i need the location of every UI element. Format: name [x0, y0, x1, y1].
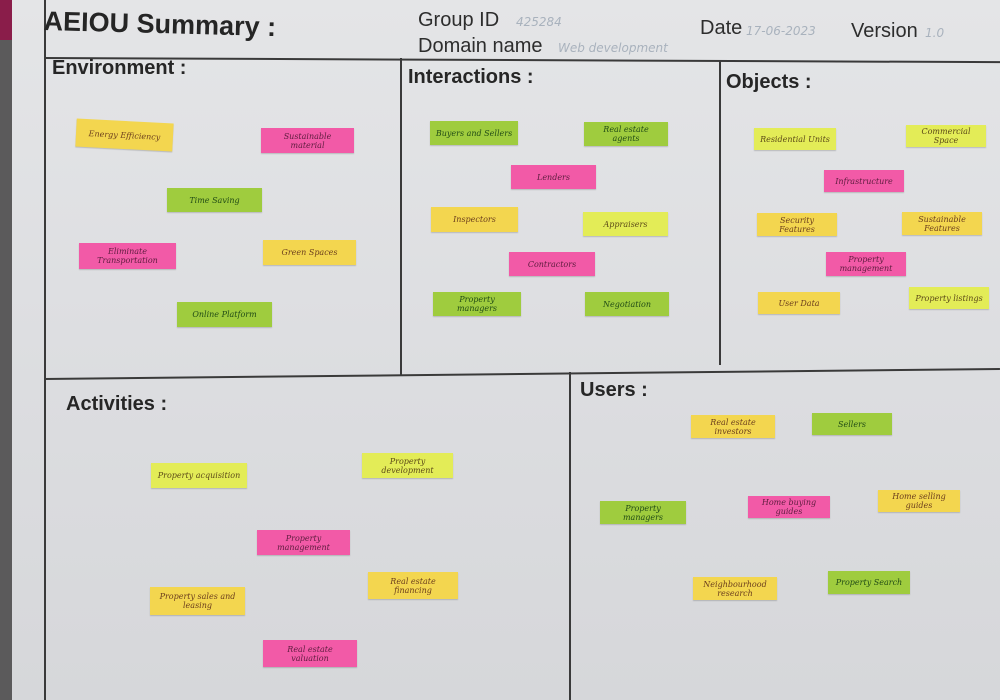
environment-title: Environment : — [52, 57, 187, 79]
sticky-note: Real estate valuation — [263, 640, 357, 667]
sticky-note: Buyers and Sellers — [430, 121, 518, 145]
sticky-note: Property management — [826, 252, 906, 276]
sticky-note: Residential Units — [754, 128, 836, 150]
sticky-note: Property development — [362, 453, 453, 478]
domain-name-label: Domain name — [418, 35, 543, 57]
sticky-note: User Data — [758, 292, 840, 314]
sticky-note: Property sales and leasing — [150, 587, 245, 615]
sticky-note: Property Search — [828, 571, 910, 594]
sticky-note: Inspectors — [431, 207, 518, 232]
sticky-note: Property management — [257, 530, 350, 555]
version-label: Version — [851, 20, 918, 42]
sticky-note: Real estate financing — [368, 572, 458, 599]
sticky-note: Appraisers — [583, 212, 668, 236]
divider-env-interactions — [400, 58, 402, 376]
sticky-note: Neighbourhood research — [693, 577, 777, 600]
background-edge-accent — [0, 0, 12, 40]
group-id-value: 425284 — [516, 15, 562, 29]
sticky-note: Contractors — [509, 252, 595, 276]
sticky-note: Home selling guides — [878, 490, 960, 512]
sticky-note: Security Features — [757, 213, 837, 236]
sticky-note: Home buying guides — [748, 496, 830, 518]
interactions-title: Interactions : — [408, 66, 534, 88]
date-value: 17-06-2023 — [746, 24, 816, 38]
domain-name-value: Web development — [558, 41, 668, 55]
sticky-note: Property managers — [433, 292, 521, 316]
activities-title: Activities : — [66, 393, 168, 415]
sticky-note: Sustainable Features — [902, 212, 982, 235]
users-title: Users : — [580, 379, 648, 401]
sticky-note: Energy Efficiency — [75, 118, 174, 152]
date-label: Date — [700, 17, 743, 39]
divider-activities-users — [569, 372, 571, 700]
background-edge — [0, 0, 12, 700]
version-value: 1.0 — [925, 26, 945, 40]
group-id-label: Group ID — [418, 9, 500, 31]
sticky-note: Green Spaces — [263, 240, 356, 265]
sticky-note: Property managers — [600, 501, 686, 524]
divider-interactions-objects — [719, 60, 721, 365]
page-title: AEIOU Summary : — [43, 6, 277, 43]
left-border — [44, 0, 46, 700]
sticky-note: Commercial Space — [906, 125, 986, 147]
sticky-note: Online Platform — [177, 302, 272, 327]
sticky-note: Property listings — [909, 287, 989, 309]
sticky-note: Sustainable material — [261, 128, 354, 153]
sticky-note: Property acquisition — [151, 463, 247, 488]
sticky-note: Sellers — [812, 413, 892, 435]
sticky-note: Time Saving — [167, 188, 262, 212]
objects-title: Objects : — [726, 71, 812, 93]
sticky-note: Infrastructure — [824, 170, 904, 192]
sticky-note: Real estate investors — [691, 415, 775, 438]
sticky-note: Lenders — [511, 165, 596, 189]
sticky-note: Eliminate Transportation — [79, 243, 176, 269]
sticky-note: Real estate agents — [584, 122, 668, 146]
sticky-note: Negotiation — [585, 292, 669, 316]
